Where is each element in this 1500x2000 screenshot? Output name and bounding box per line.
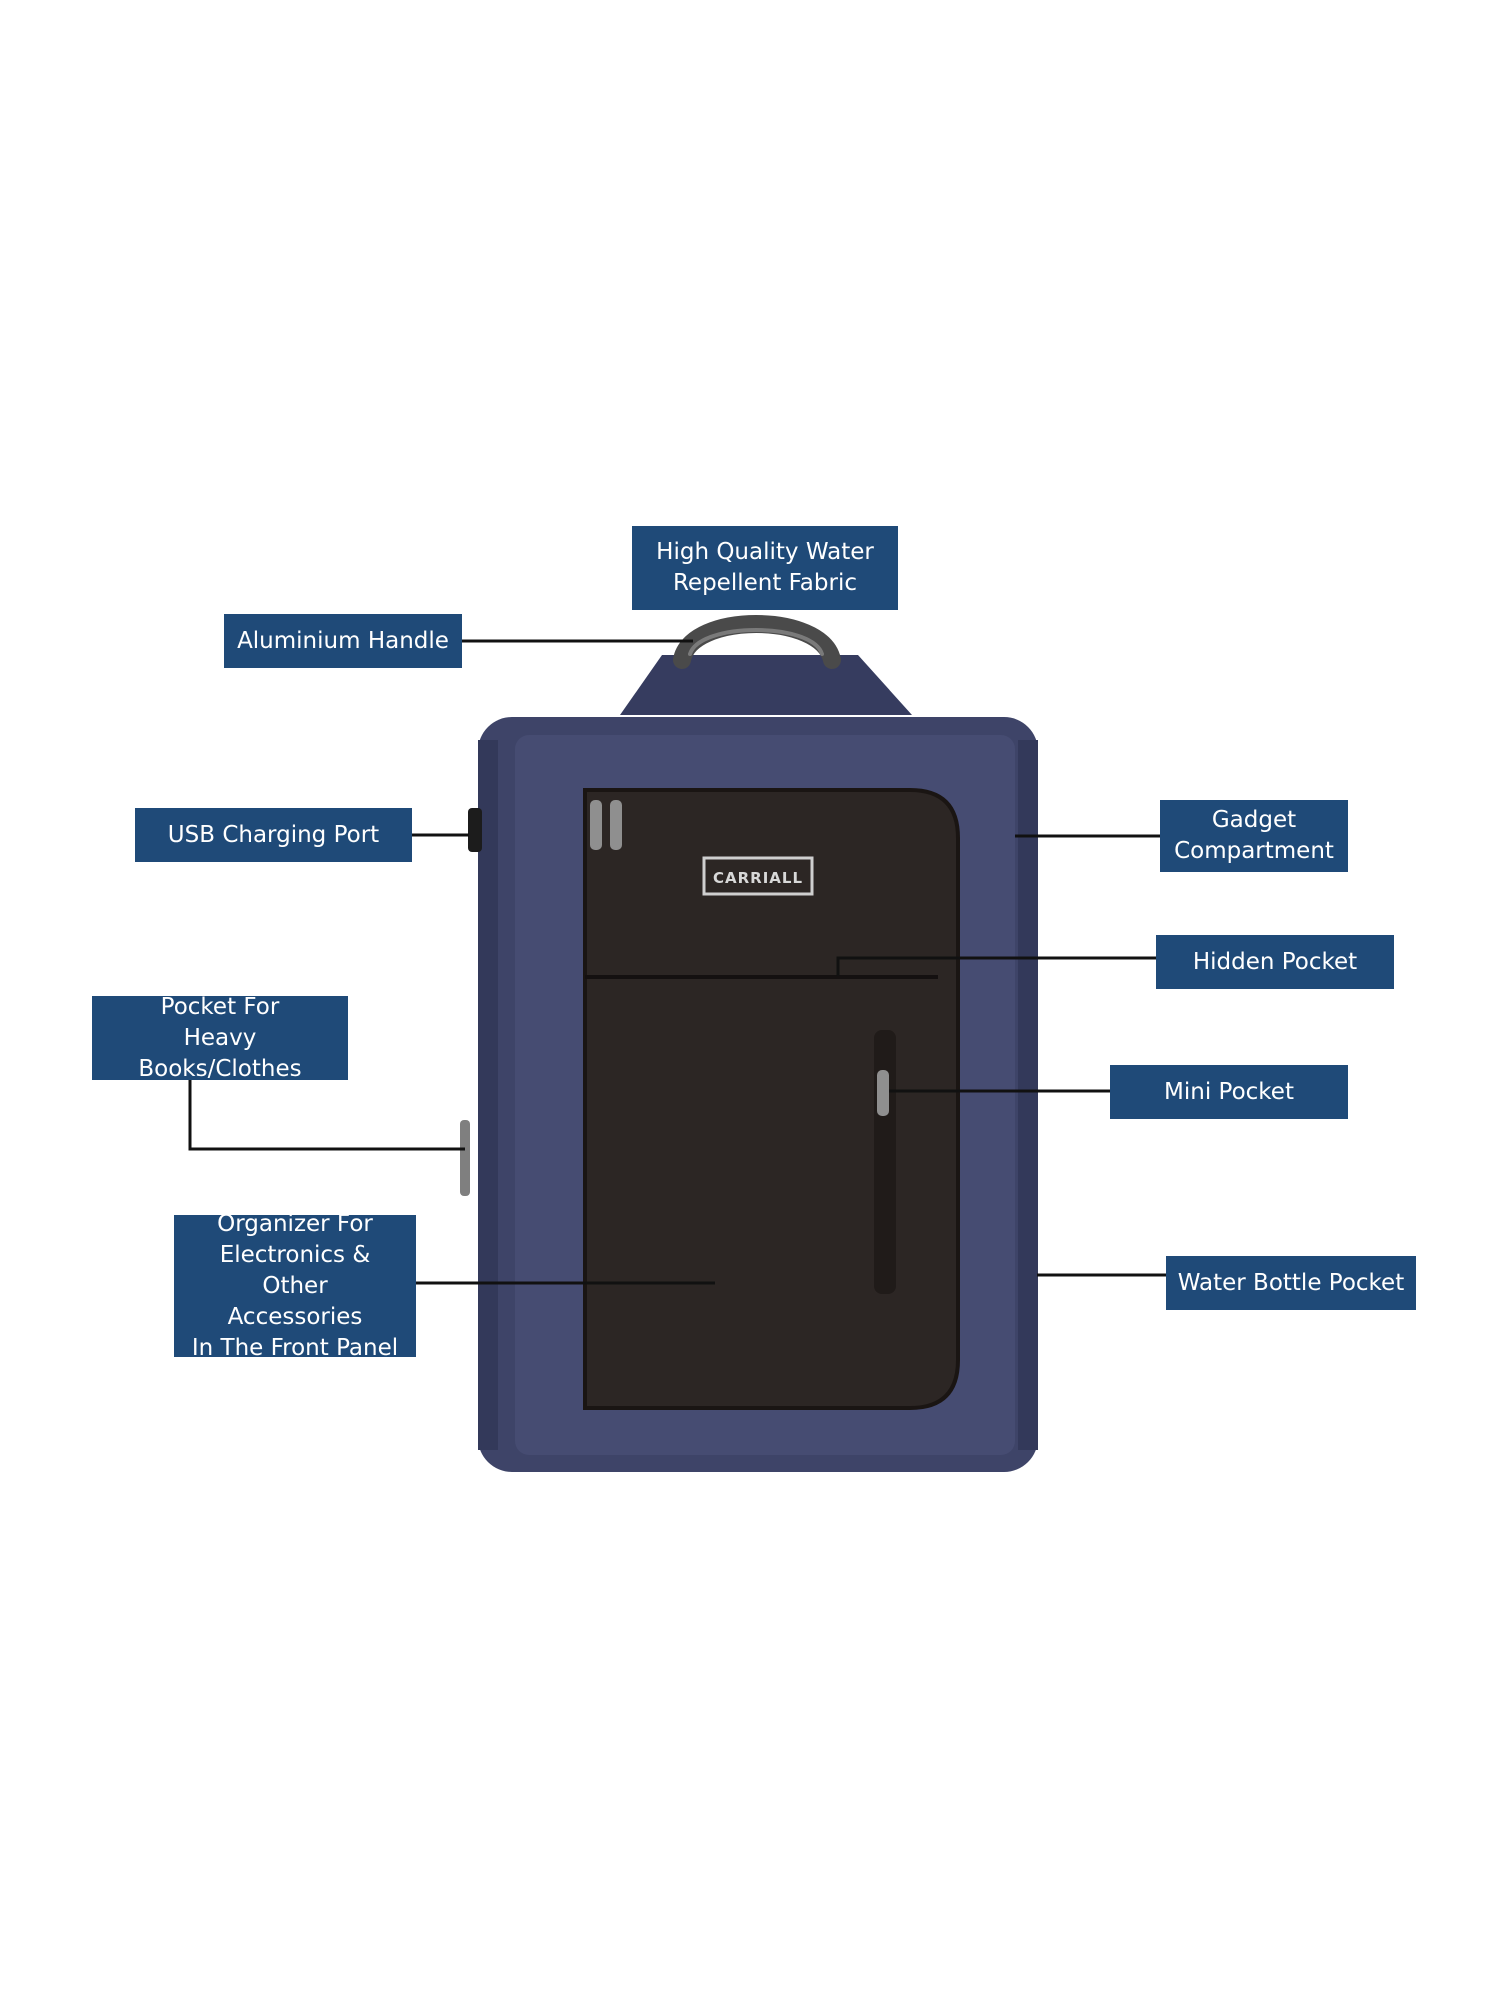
brand-tag <box>702 856 814 896</box>
handle-strap <box>620 655 912 715</box>
zipper-pull-icon <box>590 800 602 850</box>
zipper-pull-icon <box>460 1120 470 1196</box>
callout-mini-pocket: Mini Pocket <box>1110 1065 1348 1119</box>
callout-hidden-pocket: Hidden Pocket <box>1156 935 1394 989</box>
mini-pocket-zipper <box>874 1030 896 1294</box>
callout-water-bottle-pocket: Water Bottle Pocket <box>1166 1256 1416 1310</box>
callout-usb-charging-port: USB Charging Port <box>135 808 412 862</box>
front-panel <box>583 788 960 1410</box>
zipper-pull-icon <box>877 1070 889 1116</box>
callout-water-repellent-fabric: High Quality Water Repellent Fabric <box>632 526 898 610</box>
callout-gadget-compartment: Gadget Compartment <box>1160 800 1348 872</box>
leader-line-hidden <box>836 956 1156 976</box>
handle-highlight <box>688 628 824 656</box>
bag-side-right <box>1018 740 1038 1450</box>
callout-books-clothes-pocket: Pocket For Heavy Books/Clothes <box>92 994 348 1082</box>
leader-line-books <box>188 1080 465 1151</box>
aluminium-handle-icon <box>673 615 841 669</box>
brand-label: CARRIALL <box>713 869 803 887</box>
callout-front-panel-organizer: Organizer For Electronics & Other Access… <box>174 1211 416 1361</box>
usb-port-icon <box>468 808 482 852</box>
zipper-pull-icon <box>610 800 622 850</box>
callout-aluminium-handle: Aluminium Handle <box>224 614 462 668</box>
bag-side-left <box>478 740 498 1450</box>
